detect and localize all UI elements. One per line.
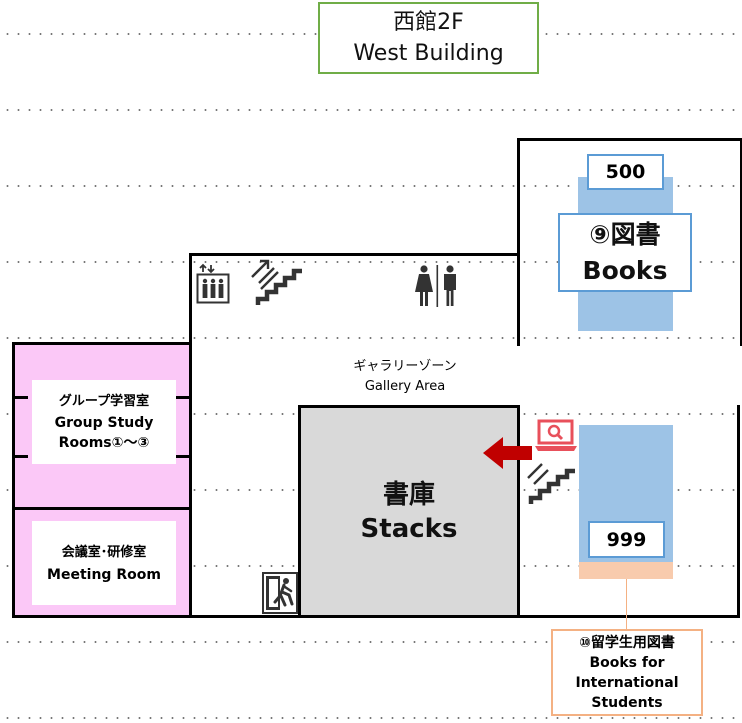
floor-title-en: West Building: [353, 41, 504, 66]
gallery-label-jp: ギャラリーゾーン: [353, 359, 457, 374]
stairs-icon-lower: [525, 462, 577, 506]
gallery-area-label: ギャラリーゾーン Gallery Area: [320, 356, 490, 398]
group-study-label-jp: グループ学習室: [58, 394, 150, 409]
wall-door-mark-4: [176, 455, 192, 458]
stacks-label-en: Stacks: [360, 513, 458, 544]
meeting-room-label-en: Meeting Room: [47, 567, 161, 583]
wall-door-mark-3: [176, 396, 192, 399]
wall-door-mark-1: [12, 396, 28, 399]
gallery-label-en: Gallery Area: [364, 379, 446, 394]
wall-right-room-left: [517, 138, 520, 346]
floor-title-jp: 西館2F: [393, 10, 464, 35]
intl-label-en-3: Students: [591, 694, 663, 711]
wall-right-lower-right: [737, 405, 740, 618]
books-label-en: Books: [582, 255, 668, 285]
intl-label-en-1: Books for: [589, 654, 665, 671]
elevator-icon: [196, 262, 230, 304]
wall-corridor-top: [189, 253, 520, 256]
international-leader-line: [626, 579, 627, 630]
books-label-jp: ⑨図書: [589, 219, 661, 249]
stacks-label-jp: 書庫: [382, 479, 435, 510]
stacks-room[interactable]: 書庫 Stacks: [298, 405, 520, 618]
wall-right-room-top: [517, 138, 742, 141]
meeting-room-label-jp: 会議室･研修室: [61, 545, 147, 560]
arrow-left-icon: [483, 436, 533, 470]
computer-search-icon[interactable]: [533, 418, 579, 454]
group-study-label: グループ学習室 Group Study Rooms①～③: [32, 380, 176, 464]
books-label: ⑨図書 Books: [558, 213, 692, 292]
stairs-icon: [250, 259, 304, 307]
books-start-number-text: 500: [605, 161, 646, 183]
shelf-end-number-text: 999: [606, 528, 647, 551]
wall-door-mark-2: [12, 455, 28, 458]
meeting-room-label: 会議室･研修室 Meeting Room: [32, 521, 176, 605]
floor-title-box: 西館2F West Building: [318, 2, 539, 74]
restroom-icon: [414, 265, 460, 307]
group-study-label-en: Group Study: [54, 415, 154, 431]
wall-bottom: [12, 615, 740, 618]
wall-corridor-left: [189, 253, 192, 345]
intl-label-en-2: International: [575, 674, 679, 691]
international-books-section[interactable]: [579, 562, 673, 579]
shelf-end-number: 999: [588, 521, 665, 558]
intl-label-jp: ⑩留学生用図書: [579, 634, 675, 651]
international-books-label: ⑩留学生用図書 Books for International Students: [551, 629, 703, 716]
group-study-label-rooms: Rooms①～③: [58, 435, 150, 451]
wall-right-room-right: [740, 138, 742, 346]
books-start-number: 500: [587, 154, 664, 190]
emergency-exit-icon: [262, 572, 298, 614]
